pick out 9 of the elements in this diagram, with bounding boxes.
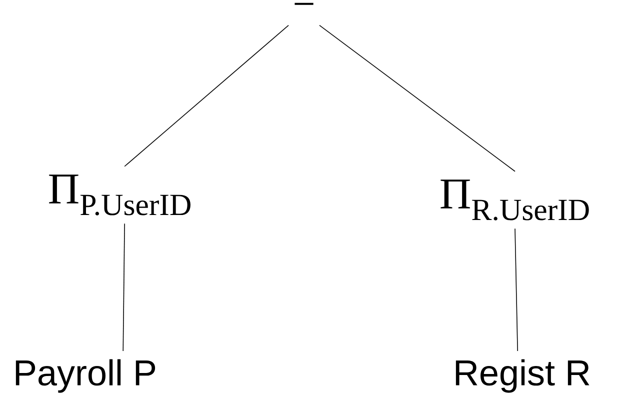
node-label: Payroll P [16,359,156,393]
tree-edge [124,24,289,167]
node-label: Π$_{P.UserID}$ [49,174,190,216]
node-label: Π$_{R.UserID}$ [440,180,589,220]
tree-edge [319,24,516,172]
node-label: Regist R [456,359,590,393]
node-label: − [294,2,314,5]
tree-edge [514,228,518,352]
tree-edge [122,223,125,352]
